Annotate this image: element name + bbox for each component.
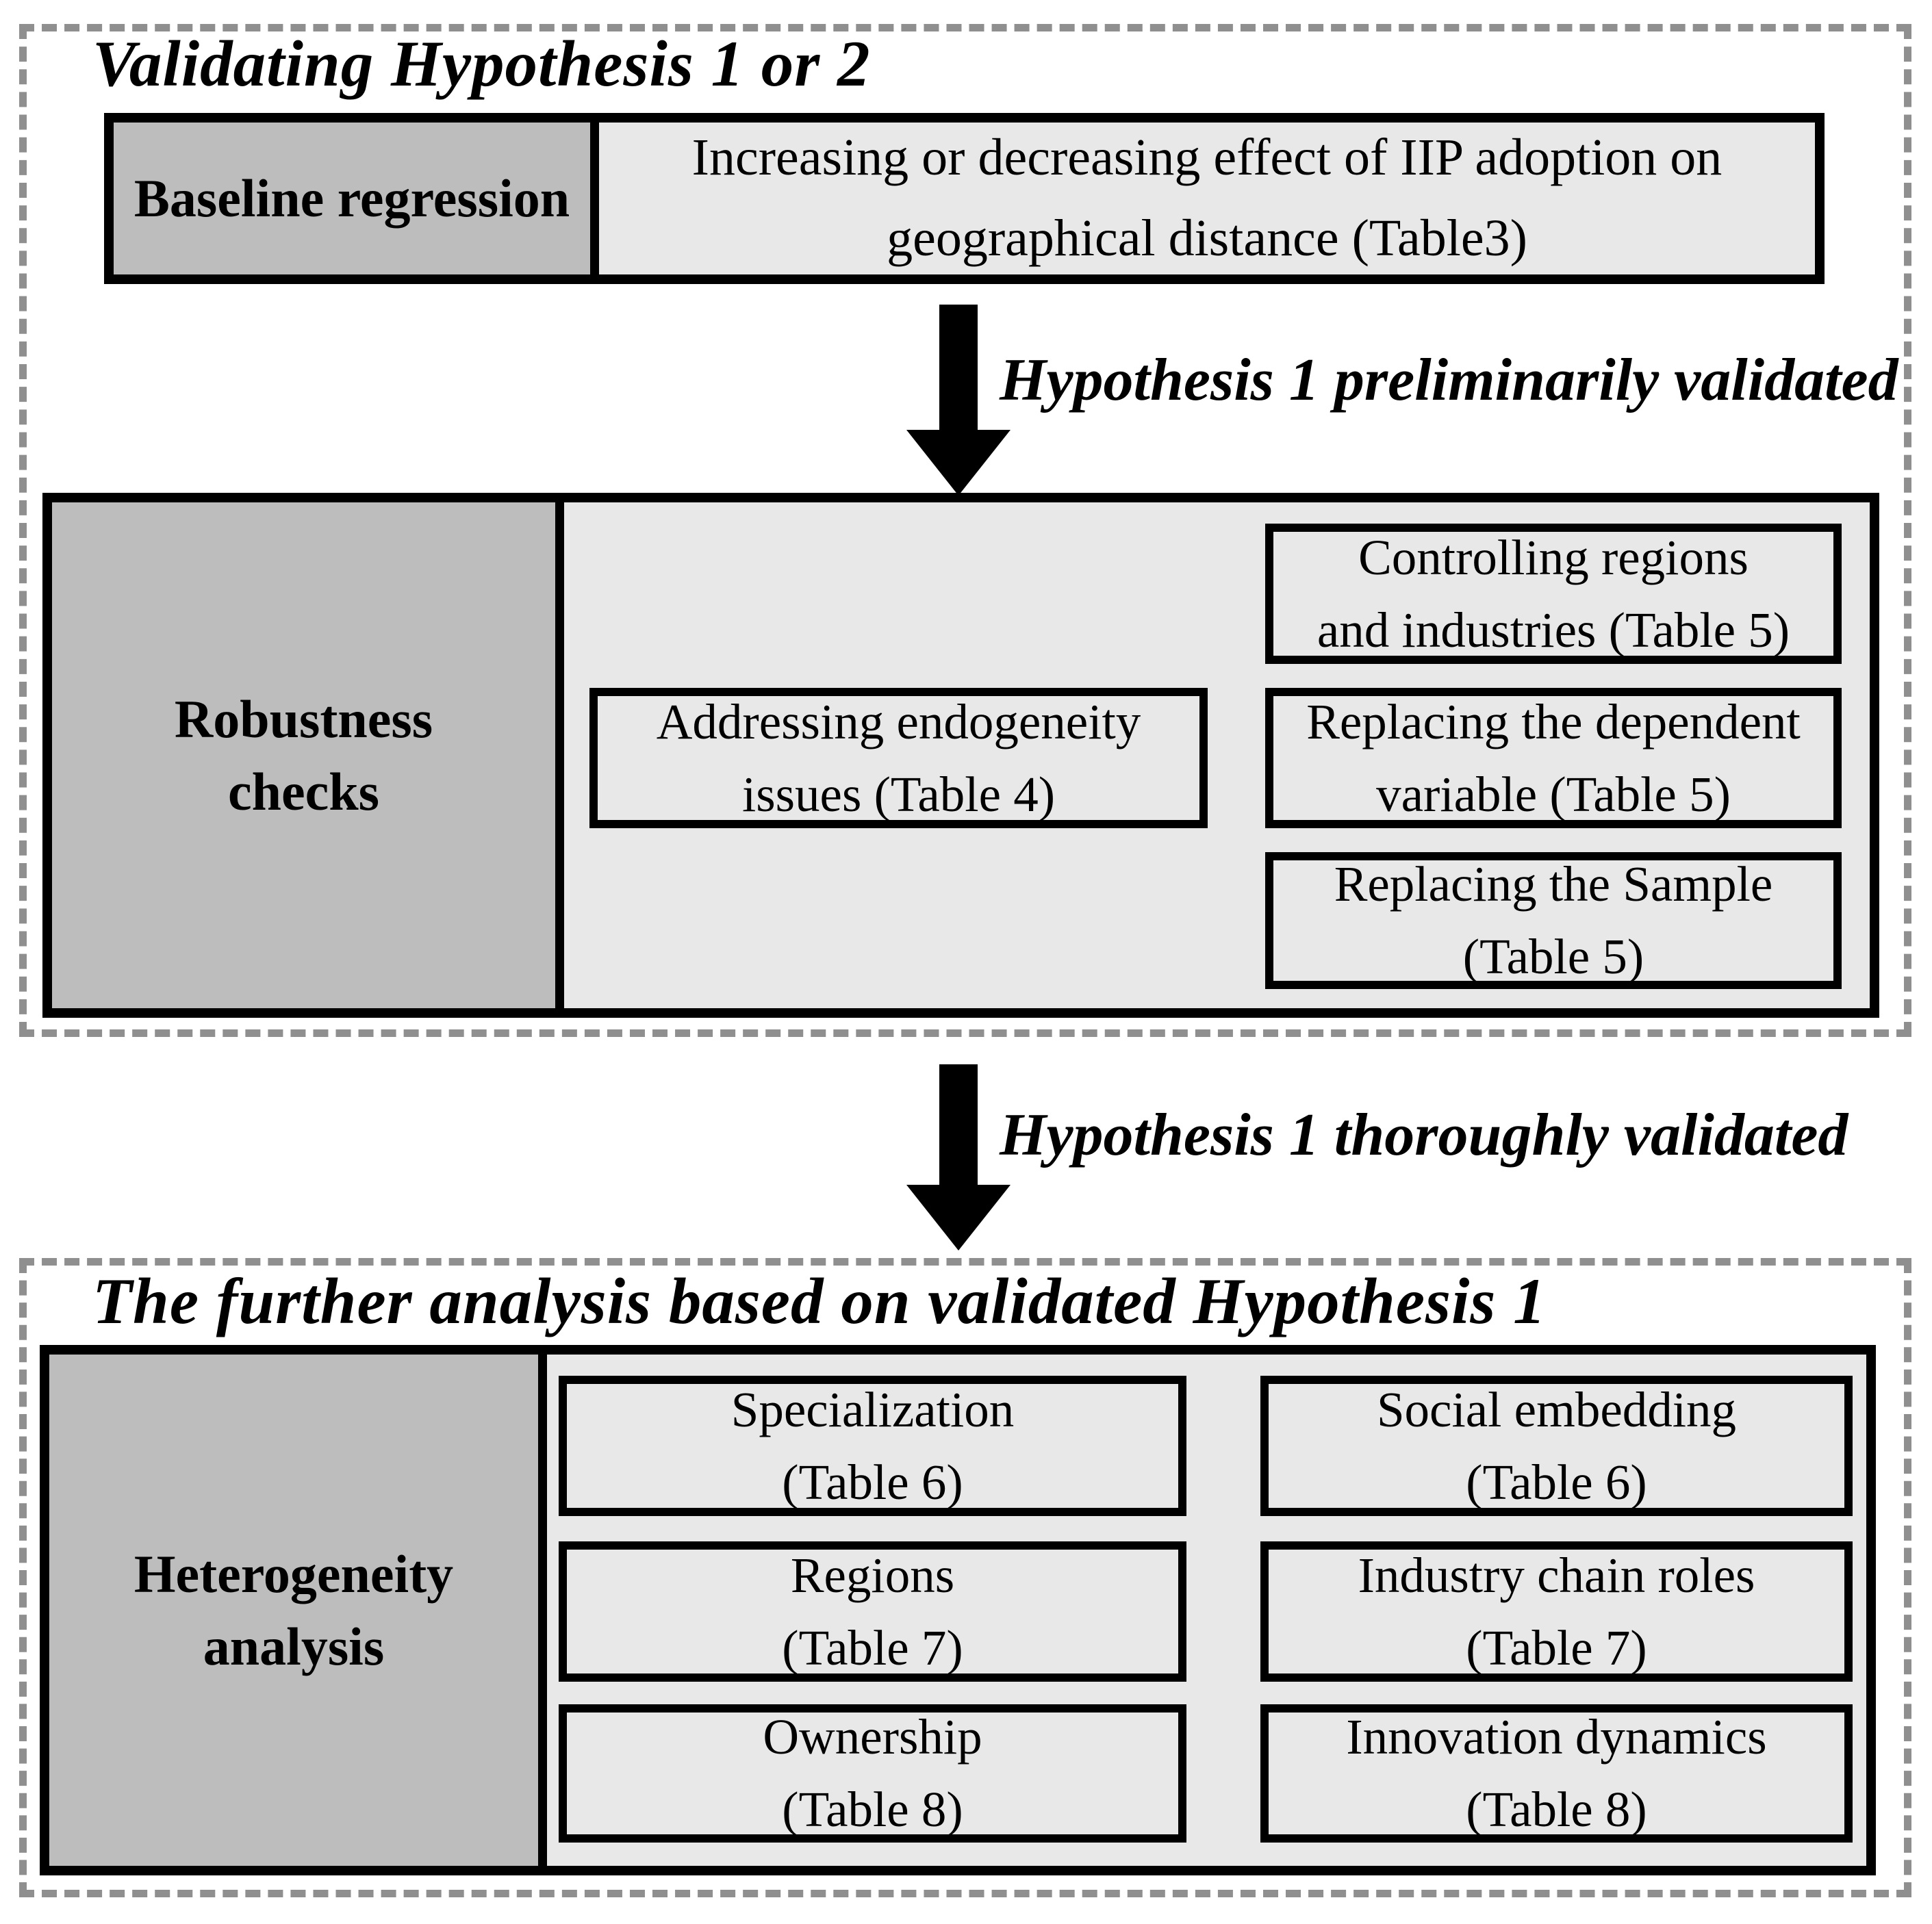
robustness-checks-box: Robustness checks Addressing endogeneity…: [42, 493, 1879, 1018]
replacing-dependent-variable-box: Replacing the dependent variable (Table …: [1265, 688, 1842, 828]
robustness-checks-header-cell: Robustness checks: [52, 502, 564, 1008]
innovation-dynamics-box: Innovation dynamics (Table 8): [1260, 1704, 1853, 1843]
down-arrow-2-head-icon: [906, 1185, 1011, 1250]
down-arrow-1-shaft: [939, 305, 978, 431]
ownership-box: Ownership (Table 8): [559, 1704, 1186, 1843]
industry-chain-roles-box: Industry chain roles (Table 7): [1260, 1541, 1853, 1682]
heterogeneity-analysis-box: Heterogeneity analysis Specialization (T…: [40, 1345, 1876, 1875]
controlling-regions-box: Controlling regions and industries (Tabl…: [1265, 524, 1842, 664]
specialization-box: Specialization (Table 6): [559, 1376, 1186, 1516]
heterogeneity-analysis-content-cell: Specialization (Table 6) Social embeddin…: [547, 1355, 1866, 1866]
robustness-checks-content-cell: Addressing endogeneity issues (Table 4) …: [564, 502, 1870, 1008]
heterogeneity-analysis-header-cell: Heterogeneity analysis: [49, 1355, 547, 1866]
validating-section-frame: [19, 24, 1911, 1037]
baseline-regression-result-cell: Increasing or decreasing effect of IIP a…: [599, 123, 1815, 274]
arrow-1-label: Hypothesis 1 preliminarily validated: [1000, 347, 1898, 413]
down-arrow-1-head-icon: [906, 430, 1011, 496]
social-embedding-box: Social embedding (Table 6): [1260, 1376, 1853, 1516]
validating-section-title: Validating Hypothesis 1 or 2: [92, 27, 871, 100]
baseline-regression-box: Baseline regression Increasing or decrea…: [104, 113, 1825, 284]
regions-box: Regions (Table 7): [559, 1541, 1186, 1682]
further-analysis-section-frame: [19, 1258, 1911, 1897]
further-analysis-section-title: The further analysis based on validated …: [92, 1265, 1547, 1337]
down-arrow-2-shaft: [939, 1064, 978, 1186]
endogeneity-box: Addressing endogeneity issues (Table 4): [589, 688, 1208, 828]
baseline-regression-header-cell: Baseline regression: [114, 123, 599, 274]
arrow-2-label: Hypothesis 1 thoroughly validated: [1000, 1102, 1848, 1168]
replacing-sample-box: Replacing the Sample (Table 5): [1265, 852, 1842, 989]
